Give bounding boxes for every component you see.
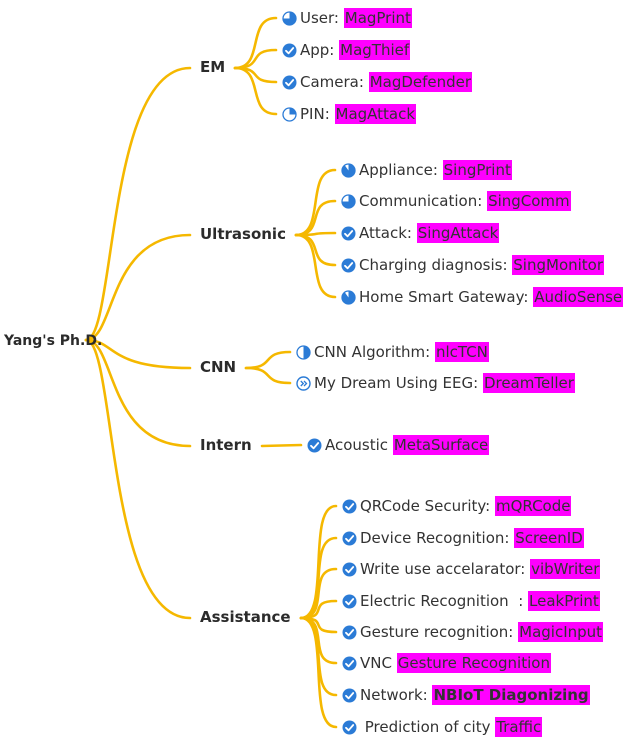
progress-75-icon <box>282 10 297 26</box>
leaf-text: Appliance: <box>359 161 443 179</box>
leaf-node: Network: NBIoT Diagonizing <box>342 685 590 705</box>
project-tag: NBIoT Diagonizing <box>432 685 590 705</box>
check-icon <box>342 656 357 671</box>
leaf-node: App: MagThief <box>282 40 411 60</box>
progress-90-icon <box>341 162 356 178</box>
project-tag: MetaSurface <box>392 435 490 455</box>
leaf-node: Communication: SingComm <box>341 191 571 211</box>
check-icon <box>282 75 297 90</box>
branch-intern: Intern <box>200 436 252 454</box>
branch-ultrasonic: Ultrasonic <box>200 225 286 243</box>
leaf-text: Communication: <box>359 192 488 210</box>
root-branch-line <box>84 338 192 370</box>
leaf-node: Write use accelarator: vibWriter <box>342 559 601 579</box>
leaf-text: Electric Recognition : <box>360 592 529 610</box>
leaf-node: Gesture recognition: MagicInput <box>342 622 604 642</box>
item-link-line <box>244 366 292 385</box>
leaf-text: Gesture recognition: <box>360 623 519 641</box>
root-branch-line <box>84 66 192 342</box>
check-icon <box>342 562 357 577</box>
project-tag: Gesture Recognition <box>396 653 551 673</box>
leaf-node: Prediction of city Traffic <box>342 717 543 737</box>
check-icon <box>307 438 322 453</box>
leaf-node: Electric Recognition : LeakPrint <box>342 591 600 611</box>
item-link-line <box>233 66 278 116</box>
leaf-node: Attack: SingAttack <box>341 223 500 243</box>
leaf-node: My Dream Using EEG: DreamTeller <box>296 373 575 393</box>
project-tag: MagDefender <box>368 72 473 92</box>
project-tag: mQRCode <box>494 496 572 516</box>
root-branch-line <box>84 338 192 620</box>
project-tag: SingMonitor <box>512 255 605 275</box>
progress-90-icon <box>341 289 356 305</box>
leaf-node: Home Smart Gateway: AudioSense <box>341 287 624 307</box>
check-icon <box>341 258 356 273</box>
check-icon <box>341 226 356 241</box>
project-tag: Traffic <box>495 717 543 737</box>
project-tag: SingPrint <box>442 160 512 180</box>
leaf-text: Prediction of city <box>360 718 496 736</box>
leaf-node: Acoustic MetaSurface <box>307 435 490 455</box>
leaf-text: App: <box>300 41 340 59</box>
leaf-node: Appliance: SingPrint <box>341 160 512 180</box>
leaf-text: Device Recognition: <box>360 529 515 547</box>
progress-25-icon <box>282 106 297 122</box>
leaf-node: User: MagPrint <box>282 8 412 28</box>
project-tag: MagicInput <box>518 622 604 642</box>
check-icon <box>342 594 357 609</box>
leaf-node: Device Recognition: ScreenID <box>342 528 584 548</box>
leaf-text: Network: <box>360 686 433 704</box>
root-node: Yang's Ph.D. <box>4 333 103 349</box>
leaf-text: Charging diagnosis: <box>359 256 513 274</box>
leaf-text: Acoustic <box>325 436 393 454</box>
project-tag: LeakPrint <box>528 591 600 611</box>
item-link-line <box>244 350 292 370</box>
leaf-text: Camera: <box>300 73 369 91</box>
leaf-text: CNN Algorithm: <box>314 343 435 361</box>
check-icon <box>342 625 357 640</box>
leaf-text: PIN: <box>300 105 335 123</box>
leaf-node: Charging diagnosis: SingMonitor <box>341 255 605 275</box>
next-icon <box>296 375 311 391</box>
check-icon <box>342 531 357 546</box>
project-tag: SingComm <box>487 191 571 211</box>
project-tag: vibWriter <box>530 559 601 579</box>
leaf-node: Camera: MagDefender <box>282 72 473 92</box>
item-link-line <box>233 48 278 70</box>
check-icon <box>342 688 357 703</box>
project-tag: SingAttack <box>416 223 500 243</box>
branch-cnn: CNN <box>200 358 237 376</box>
leaf-text: User: <box>300 9 344 27</box>
item-link-line <box>294 233 337 299</box>
item-link-line <box>299 616 338 729</box>
leaf-node: PIN: MagAttack <box>282 104 417 124</box>
progress-75-icon <box>341 193 356 209</box>
item-link-line <box>260 443 303 448</box>
project-tag: AudioSense <box>533 287 624 307</box>
leaf-node: CNN Algorithm: nlcTCN <box>296 342 489 362</box>
leaf-text: VNC <box>360 654 397 672</box>
project-tag: MagPrint <box>343 8 412 28</box>
leaf-node: QRCode Security: mQRCode <box>342 496 572 516</box>
project-tag: MagThief <box>339 40 411 60</box>
check-icon <box>342 720 357 735</box>
leaf-text: Write use accelarator: <box>360 560 531 578</box>
root-branch-line <box>84 233 192 342</box>
project-tag: DreamTeller <box>482 373 575 393</box>
branch-assistance: Assistance <box>200 608 291 626</box>
leaf-text: Home Smart Gateway: <box>359 288 534 306</box>
leaf-text: My Dream Using EEG: <box>314 374 483 392</box>
root-branch-line <box>84 338 192 448</box>
branch-em: EM <box>200 58 226 76</box>
project-tag: ScreenID <box>514 528 584 548</box>
check-icon <box>342 499 357 514</box>
leaf-node: VNC Gesture Recognition <box>342 653 551 673</box>
check-icon <box>282 43 297 58</box>
project-tag: MagAttack <box>334 104 417 124</box>
project-tag: nlcTCN <box>434 342 489 362</box>
leaf-text: QRCode Security: <box>360 497 495 515</box>
leaf-text: Attack: <box>359 224 417 242</box>
progress-50-icon <box>296 344 311 360</box>
